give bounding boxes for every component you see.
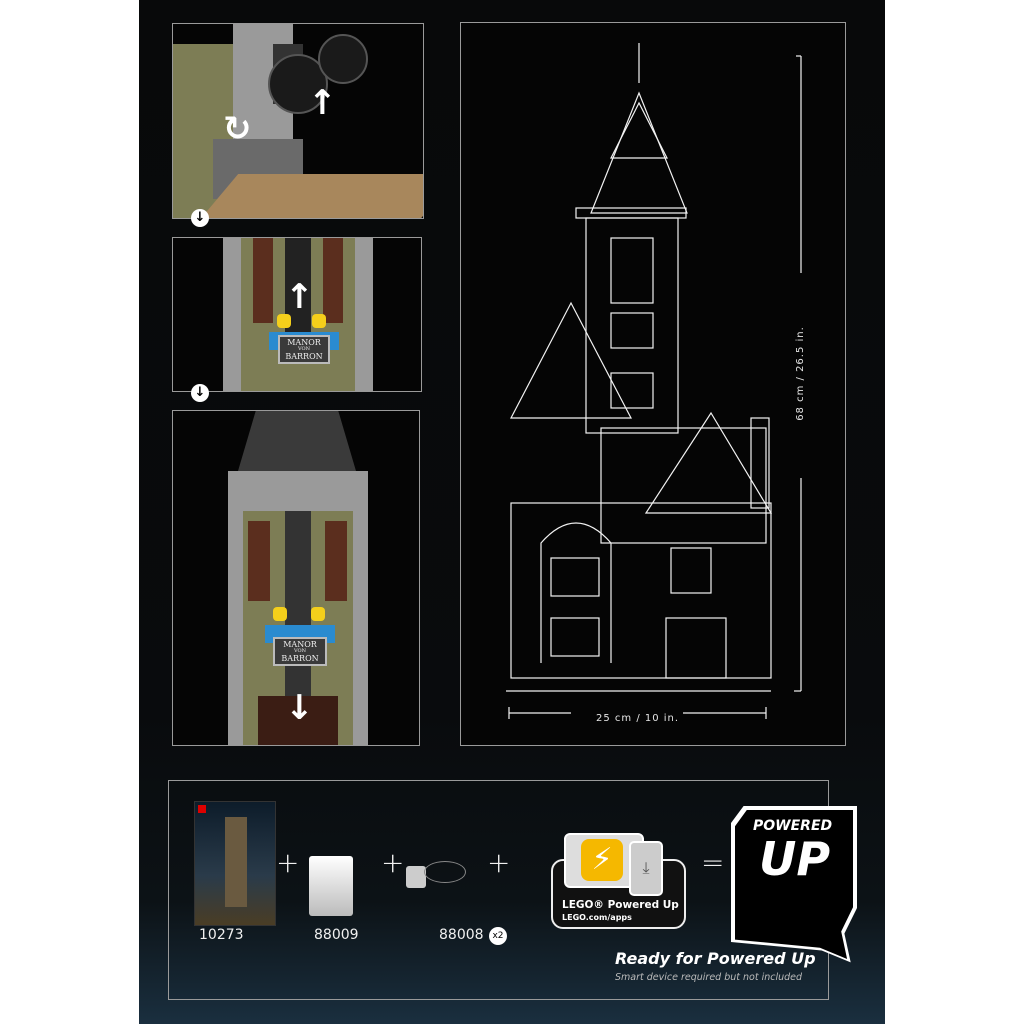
download-phone-icon: ⤓ <box>629 841 663 896</box>
powered-up-app-icon: ⚡ <box>581 839 623 881</box>
ready-title: Ready for Powered Up <box>615 949 816 968</box>
logo-line1: POWERED <box>753 818 833 834</box>
rotate-arrow-icon: ↻ <box>223 109 252 149</box>
plus-sign: + <box>276 846 300 879</box>
step-panel-1: ↻ ↑ <box>172 23 424 219</box>
set-box-image <box>194 801 276 926</box>
blueprint-panel: 25 cm / 10 in. 68 cm / 26.5 in. <box>460 22 846 746</box>
motor-icon <box>406 866 426 888</box>
down-arrow-icon: ↓ <box>285 688 314 728</box>
height-dimension-label: 68 cm / 26.5 in. <box>794 326 806 421</box>
up-arrow-icon: ↑ <box>285 277 314 317</box>
app-title: LEGO® Powered Up <box>562 899 679 911</box>
haunted-house-line-drawing <box>506 43 802 719</box>
quantity-badge: x2 <box>489 927 507 945</box>
plus-sign: + <box>381 846 405 879</box>
motor-code: 88008 <box>439 927 484 943</box>
equals-sign: = <box>701 846 725 879</box>
app-url: LEGO.com/apps <box>562 913 632 922</box>
hub-code: 88009 <box>314 927 359 943</box>
hub-icon <box>309 856 353 916</box>
arrow-down-circle-icon: ↓ <box>191 384 209 402</box>
width-dimension-label: 25 cm / 10 in. <box>596 713 680 724</box>
powered-up-logo: POWERED UP <box>731 806 857 963</box>
wheel-right <box>318 34 368 84</box>
powered-up-panel: 10273 + 88009 + 88008 x2 + ⚡ ⤓ LEGO® Pow… <box>168 780 857 1000</box>
logo-line2: UP <box>759 832 831 886</box>
arrow-down-circle-icon: ↓ <box>191 209 209 227</box>
set-code: 10273 <box>199 927 244 943</box>
ready-note: Smart device required but not included <box>615 972 803 983</box>
plus-sign: + <box>487 846 511 879</box>
up-arrow-icon: ↑ <box>308 83 337 123</box>
